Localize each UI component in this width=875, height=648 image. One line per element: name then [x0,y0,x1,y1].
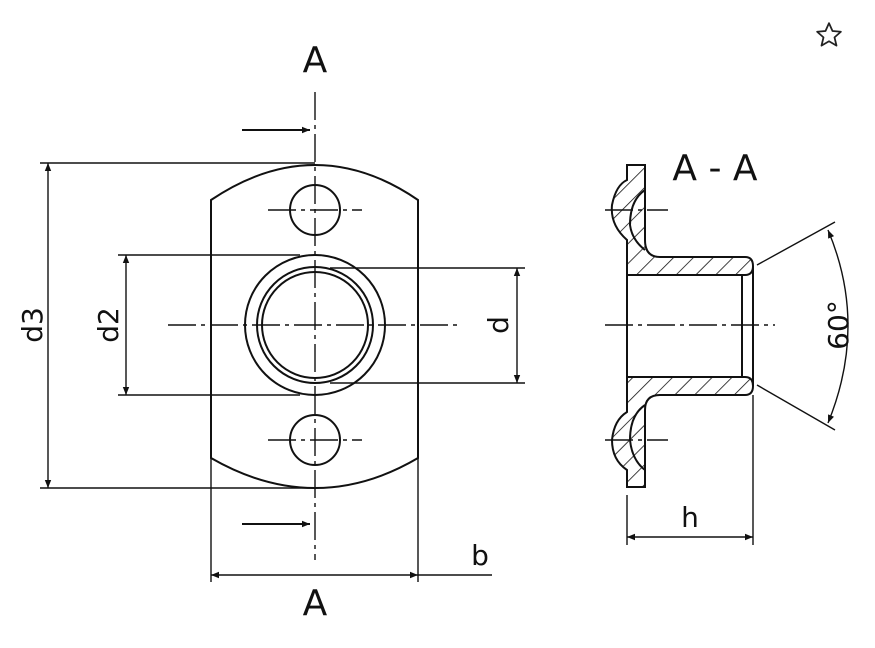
section-view [605,164,849,545]
section-label-top: A [303,40,328,81]
label-h: h [681,501,699,534]
label-d: d [482,316,515,334]
dimension-h [626,395,754,545]
section-bottom-wall [610,376,755,488]
section-title: A - A [672,148,758,189]
dimension-d3 [40,162,315,489]
section-top-wall [610,164,755,276]
label-d2: d2 [92,307,125,343]
label-d3: d3 [16,307,49,343]
label-angle: 60° [822,300,855,350]
label-b: b [471,539,489,572]
star-outline-icon[interactable] [814,20,844,50]
dimension-d [330,267,525,384]
front-view [40,92,525,582]
dimension-d2 [118,254,300,396]
dimension-b [210,458,492,582]
dimension-angle [756,221,849,431]
section-label-bottom: A [303,583,328,624]
